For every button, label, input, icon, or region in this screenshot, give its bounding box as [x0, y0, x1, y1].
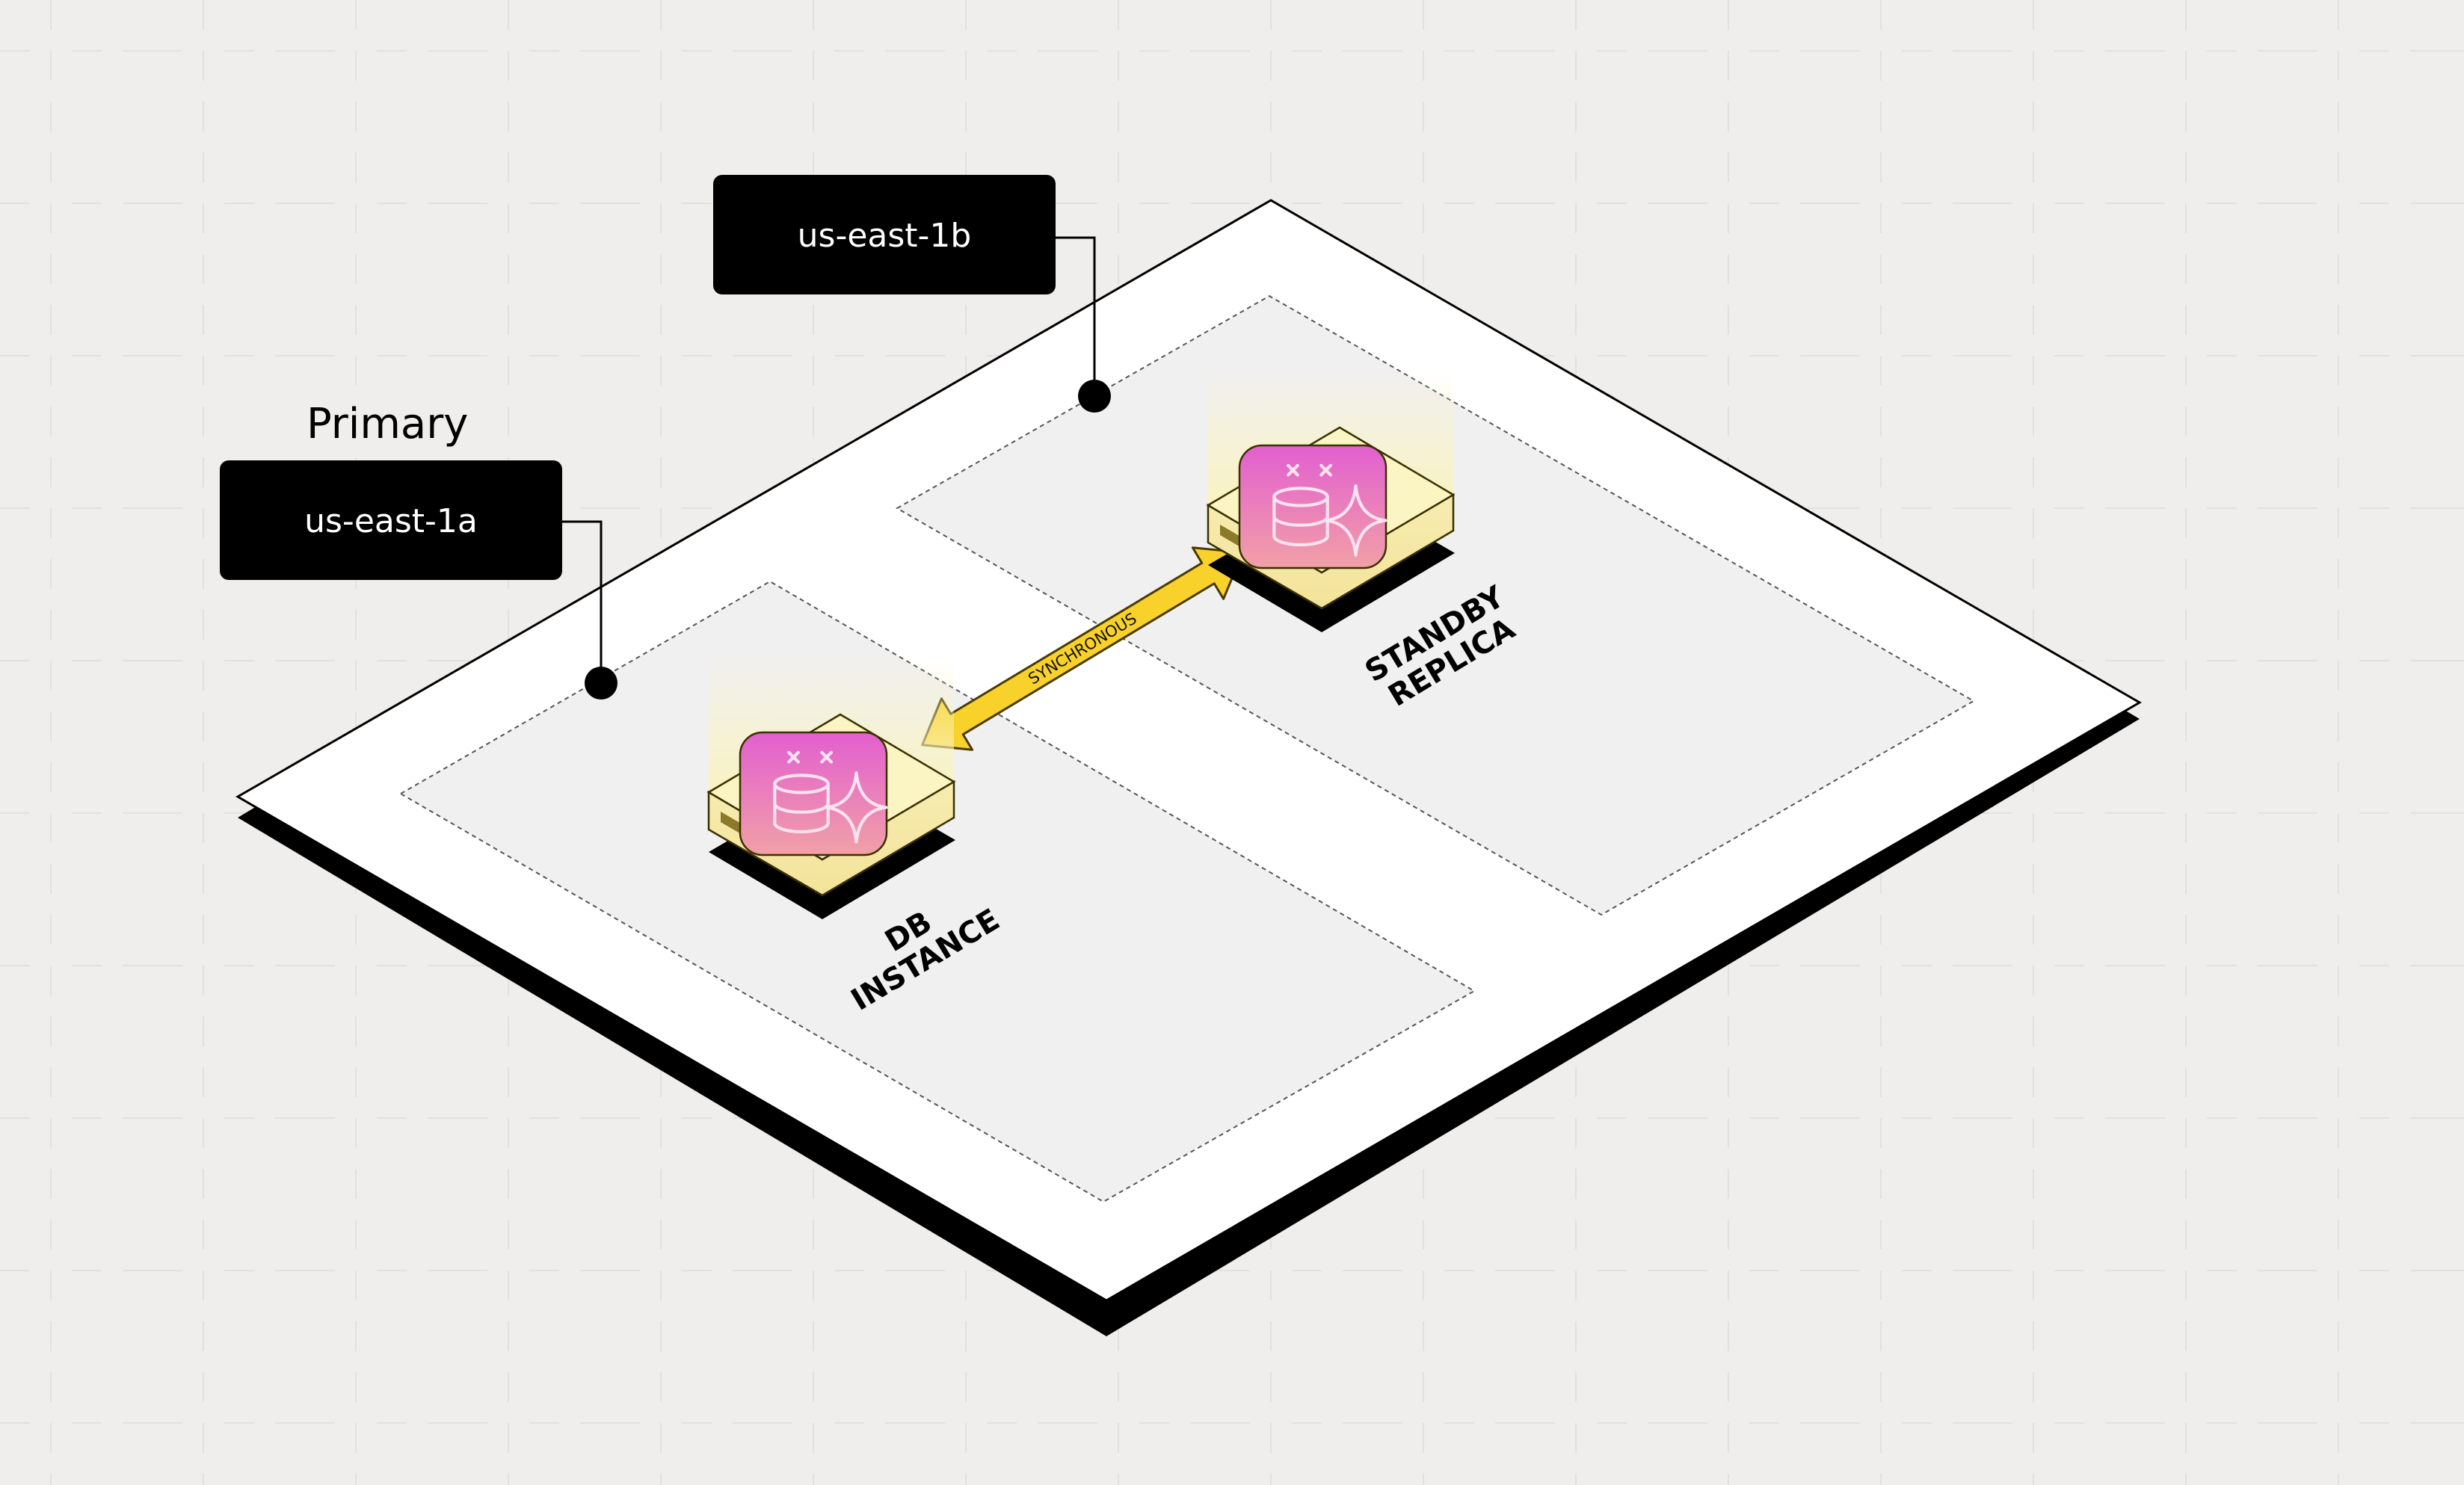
zone-connector-a — [562, 520, 603, 683]
primary-heading: Primary — [307, 400, 468, 448]
zone-label-b-text: us-east-1b — [798, 217, 972, 255]
zone-area-a — [399, 580, 1476, 1203]
pin-dot-icon — [1078, 380, 1111, 413]
zone-label-a: us-east-1a — [220, 460, 562, 580]
platform — [235, 199, 2142, 1302]
zone-label-b: us-east-1b — [713, 175, 1056, 294]
zone-area-b — [895, 294, 1976, 916]
zone-label-a-text: us-east-1a — [304, 502, 478, 540]
db-instance-node: DB INSTANCE — [706, 658, 1005, 1018]
pin-dot-icon — [585, 667, 617, 700]
zone-connector-b — [1056, 236, 1096, 396]
